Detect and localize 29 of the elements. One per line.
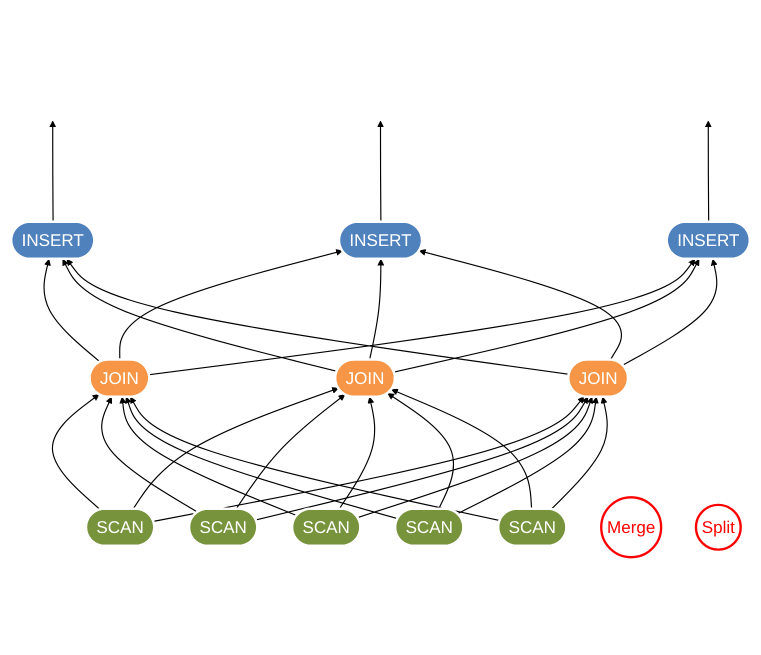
arrow [377, 120, 384, 222]
arrow [43, 258, 100, 362]
arrow [49, 120, 56, 222]
arrow [125, 396, 398, 520]
arrow [149, 258, 696, 376]
arrow [704, 120, 712, 222]
arrow [101, 396, 198, 513]
arrow [66, 258, 570, 375]
arrow [52, 394, 101, 510]
arrow [338, 396, 376, 510]
arrow [419, 249, 622, 360]
arrow [457, 396, 599, 514]
arrow [153, 396, 584, 522]
arrow [132, 387, 339, 510]
arrow [358, 396, 594, 518]
arrow [256, 396, 588, 520]
arrow [391, 388, 532, 510]
arrow [119, 249, 343, 360]
arrow [550, 396, 608, 510]
node-circle: Merge [600, 496, 662, 558]
arrow [387, 393, 454, 510]
arrow [130, 396, 500, 522]
arrow [369, 258, 384, 360]
arrow [236, 394, 346, 510]
arrow [394, 258, 700, 373]
arrow [62, 258, 338, 372]
arrow [119, 396, 298, 516]
arrow [622, 258, 718, 366]
node-circle: Split [694, 504, 742, 551]
